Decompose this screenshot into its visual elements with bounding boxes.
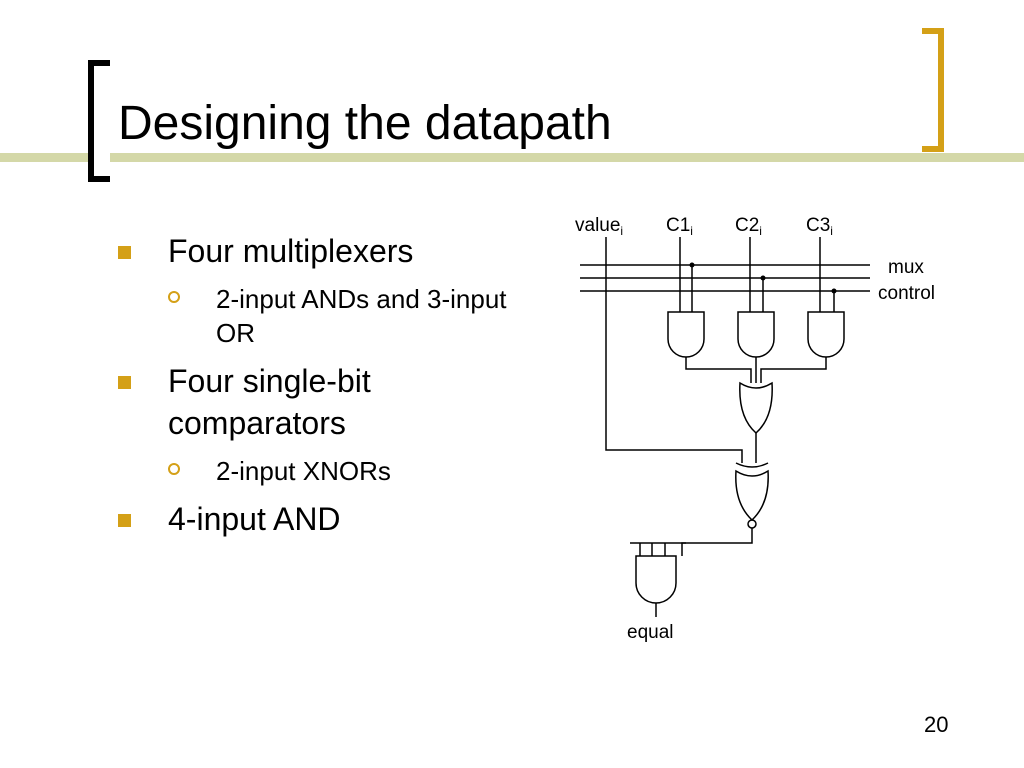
sub-bullet-item: 2-input XNORs [118,454,536,488]
value-label: valuei [575,215,623,238]
square-bullet-icon [118,376,131,389]
title-band [0,153,1024,162]
xnor-output-wire [681,528,753,556]
circle-bullet-icon [168,291,180,303]
bullet-item: 4-input AND [118,498,548,540]
bullet-item: Four single-bit comparators [118,360,548,444]
square-bullet-icon [118,514,131,527]
equal-label: equal [627,622,674,643]
sub-bullet-item: 2-input ANDs and 3-input OR [118,282,536,350]
and-gate-3 [807,311,845,358]
sub-bullet-text: 2-input XNORs [216,456,391,486]
mux-label: mux [888,257,924,278]
or-gate [739,381,773,435]
circle-bullet-icon [168,463,180,475]
junction-dot [689,262,695,268]
square-bullet-icon [118,246,131,259]
bullet-text: Four multiplexers [168,233,414,269]
page-number: 20 [924,712,949,737]
and-gate-1 [667,311,705,358]
c1-label: C1i [666,215,693,238]
value-wire [605,237,743,463]
bullet-list: Four multiplexers 2-input ANDs and 3-inp… [118,230,548,550]
and-output-wire [685,357,752,383]
circuit-diagram: valuei C1i C2i C3i mux control equal [575,215,935,643]
and-gate-2 [737,311,775,358]
junction-dot [760,275,766,281]
xnor-gate [735,469,769,522]
and-output-wire [760,357,827,383]
control-label: control [878,283,935,304]
sub-bullet-text: 2-input ANDs and 3-input OR [216,284,507,348]
c3-label: C3i [806,215,833,238]
bullet-text: Four single-bit comparators [168,363,371,441]
right-bracket-decoration [922,28,944,152]
left-bracket-decoration [88,60,110,182]
bullet-text: 4-input AND [168,501,341,537]
bullet-item: Four multiplexers [118,230,548,272]
xnor-gate-back-curve [735,462,769,468]
c2-label: C2i [735,215,762,238]
junction-dot [831,288,837,294]
slide-title: Designing the datapath [118,97,612,150]
xnor-inversion-bubble [747,519,757,529]
and-gate-4-input [635,555,677,604]
